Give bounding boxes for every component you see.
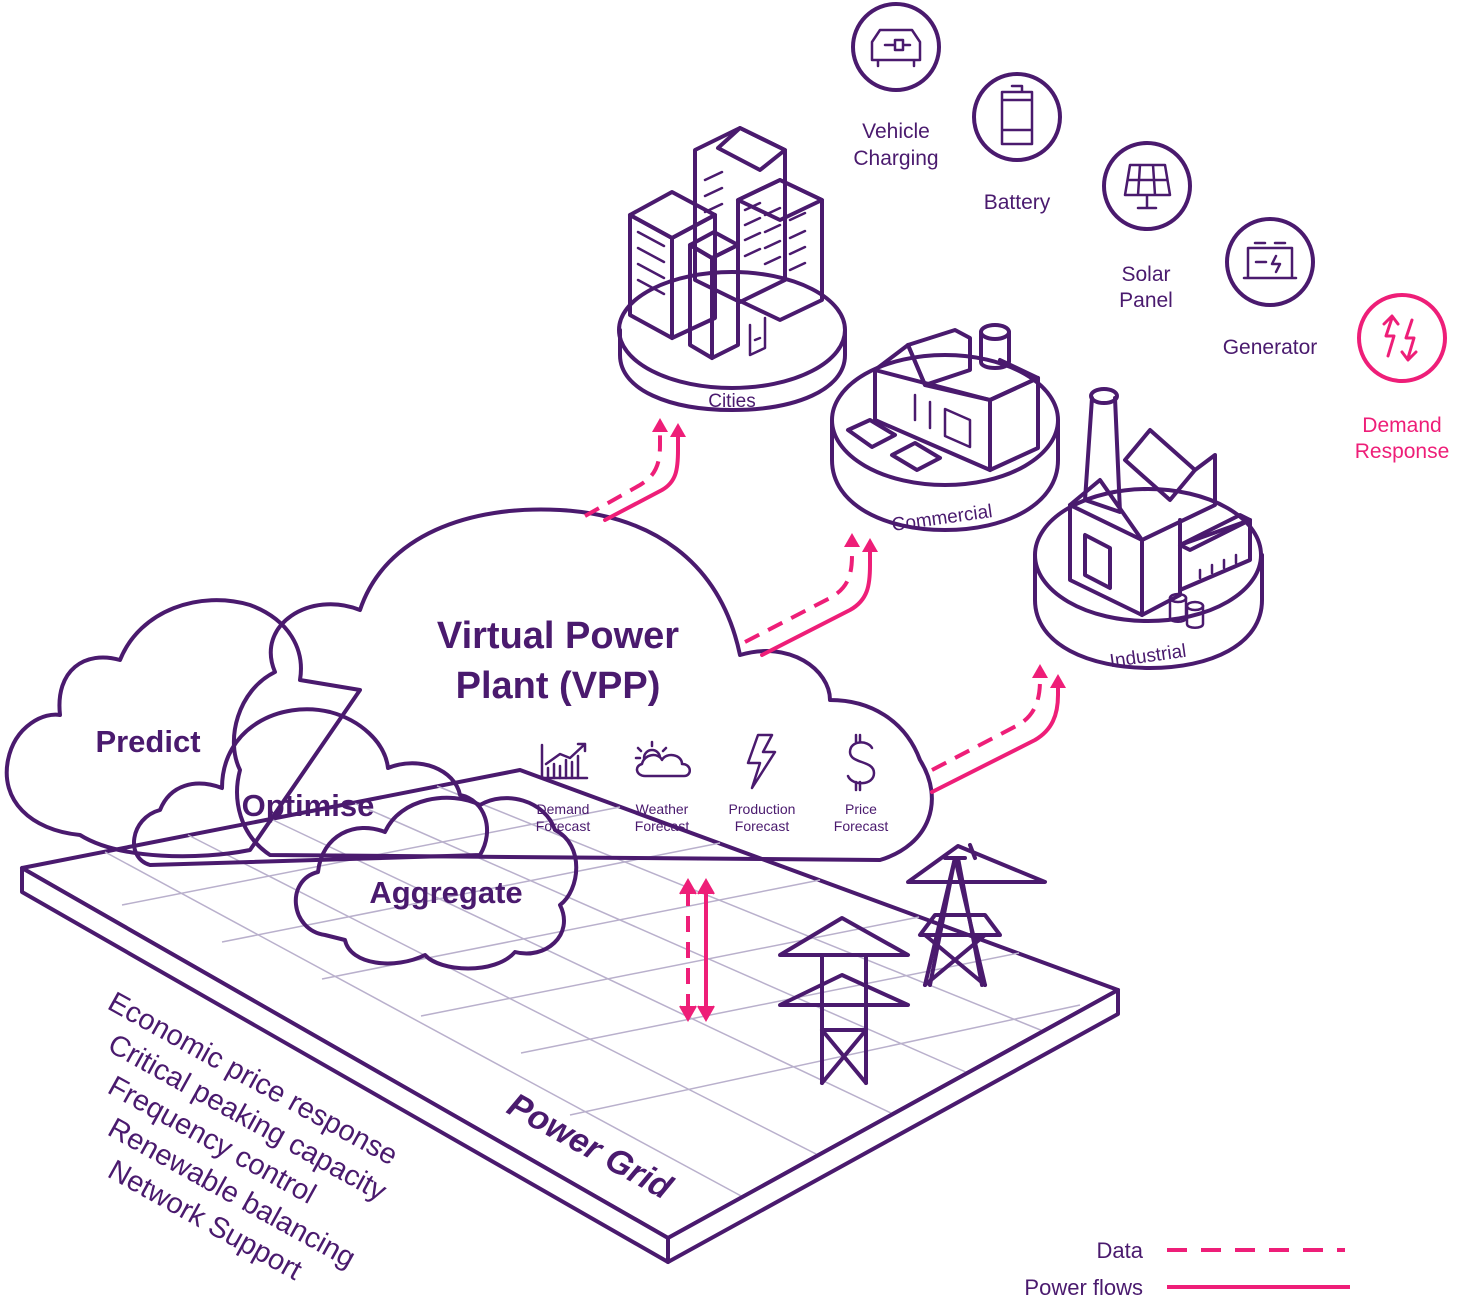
vehicle-charging-line2: Charging [853, 147, 938, 170]
cities-label: Cities [708, 391, 756, 412]
power-grid-platform: Power Grid [20, 768, 1120, 1264]
price-forecast-line2: Forecast [834, 818, 889, 834]
battery-label: Battery [984, 191, 1051, 214]
vpp-main-cloud [231, 507, 934, 862]
demand-response-line2: Response [1355, 440, 1450, 463]
optimise-cloud [132, 707, 490, 867]
commercial-site [830, 323, 1060, 532]
generator-icon [1225, 217, 1315, 307]
legend: Data Power flows [1024, 1238, 1350, 1300]
predict-cloud [4, 598, 362, 859]
grid-lines [104, 785, 1081, 1198]
forecast-labels: Demand Forecast Weather Forecast Product… [536, 801, 889, 834]
battery-icon [972, 72, 1062, 162]
price-forecast-line1: Price [845, 801, 877, 817]
vpp-title-line2: Plant (VPP) [456, 665, 661, 707]
transmission-tower-front [778, 916, 910, 1085]
vpp-to-cities-arrows [584, 418, 686, 522]
weather-forecast-line1: Weather [636, 801, 689, 817]
vpp-title-line1: Virtual Power [437, 615, 679, 657]
sun-cloud-icon [634, 740, 691, 778]
transmission-tower-back [906, 843, 1047, 987]
production-forecast-line1: Production [729, 801, 796, 817]
aggregate-cloud [293, 795, 579, 971]
aggregate-label: Aggregate [369, 875, 522, 910]
dollar-icon [846, 733, 876, 792]
lightning-icon [746, 733, 777, 790]
solar-panel-icon [1102, 141, 1192, 231]
vpp-to-industrial-arrows [930, 664, 1066, 794]
industrial-site [1033, 387, 1264, 670]
production-forecast-line2: Forecast [735, 818, 790, 834]
demand-response-line1: Demand [1362, 414, 1441, 437]
weather-forecast-line2: Forecast [635, 818, 690, 834]
legend-data-label: Data [1097, 1238, 1144, 1263]
grid-vpp-flow-arrows [679, 877, 715, 1023]
demand-forecast-line2: Forecast [536, 818, 591, 834]
solar-panel-line2: Panel [1119, 289, 1173, 312]
predict-label: Predict [95, 724, 200, 759]
demand-response-icon [1357, 293, 1447, 383]
ev-charging-icon [851, 2, 941, 92]
bar-chart-icon [540, 742, 589, 780]
legend-power-label: Power flows [1024, 1275, 1143, 1300]
solar-panel-line1: Solar [1121, 263, 1170, 286]
cities-site [617, 126, 847, 412]
optimise-label: Optimise [242, 788, 375, 823]
vpp-to-commercial-arrows [744, 533, 878, 657]
vehicle-charging-line1: Vehicle [862, 120, 930, 143]
generator-label: Generator [1223, 336, 1318, 359]
demand-forecast-line1: Demand [537, 801, 590, 817]
